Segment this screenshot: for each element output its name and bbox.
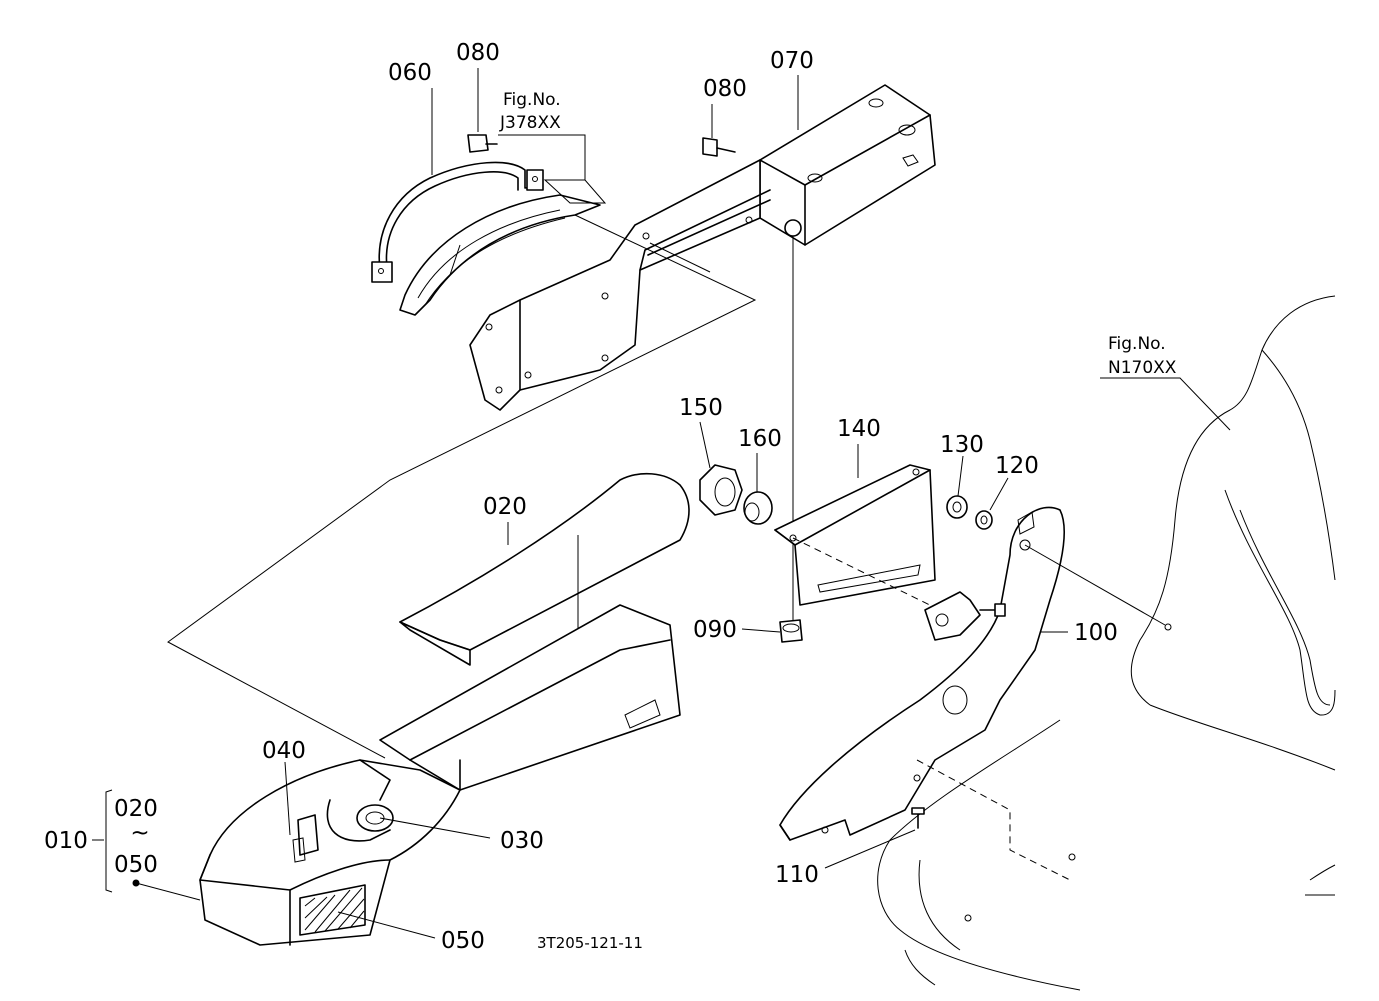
label-020: 020	[483, 494, 527, 520]
label-100: 100	[1074, 620, 1118, 646]
console-bracket-070	[759, 84, 936, 246]
guide-to-seat	[1024, 544, 1166, 626]
slide-bracket-140	[774, 464, 936, 606]
fig-n-code: N170XX	[1108, 358, 1177, 378]
label-160: 160	[738, 426, 782, 452]
collar-160	[743, 491, 773, 525]
arm-base-plate	[469, 159, 771, 411]
seat-outline	[877, 295, 1336, 991]
fig-j-code: J378XX	[499, 113, 561, 133]
nut-090	[779, 619, 803, 643]
label-tilde: ~	[130, 820, 149, 846]
bolt-080-right	[702, 137, 736, 157]
label-110: 110	[775, 862, 819, 888]
armrest-body-assembly	[199, 604, 681, 946]
knob-150	[699, 464, 743, 516]
label-050: 050	[441, 928, 485, 954]
part-labels: 060 080 Fig.No. J378XX 080 070 150 160 1…	[44, 40, 1177, 954]
label-020-range: 020	[114, 796, 158, 822]
fig-n-label: Fig.No.	[1108, 334, 1166, 354]
dashed-guide-screw	[916, 759, 1071, 881]
label-030: 030	[500, 828, 544, 854]
leader-lines	[92, 68, 1231, 939]
mount-plate	[924, 591, 1006, 641]
label-070: 070	[770, 48, 814, 74]
fig-j-label: Fig.No.	[503, 90, 561, 110]
projection-line-plate	[649, 242, 711, 273]
label-040: 040	[262, 738, 306, 764]
armrest-pad-020	[399, 472, 690, 666]
label-120: 120	[995, 453, 1039, 479]
label-010: 010	[44, 828, 88, 854]
label-090: 090	[693, 617, 737, 643]
screw-110	[911, 774, 925, 829]
label-140: 140	[837, 416, 881, 442]
bolt-080-left	[467, 134, 498, 153]
label-080-right: 080	[703, 76, 747, 102]
projection-line-top	[167, 214, 757, 759]
hose-cover	[399, 179, 607, 316]
washer-120	[975, 510, 993, 530]
label-050-range: 050	[114, 852, 158, 878]
dashed-guide-bracket	[792, 537, 941, 611]
label-130: 130	[940, 432, 984, 458]
drawing-code: 3T205-121-11	[537, 934, 643, 952]
seat-bracket-100	[779, 506, 1065, 841]
hose-clamp-060	[371, 161, 544, 283]
nut-130	[946, 495, 968, 519]
label-150: 150	[679, 395, 723, 421]
label-060: 060	[388, 60, 432, 86]
label-080-left: 080	[456, 40, 500, 66]
